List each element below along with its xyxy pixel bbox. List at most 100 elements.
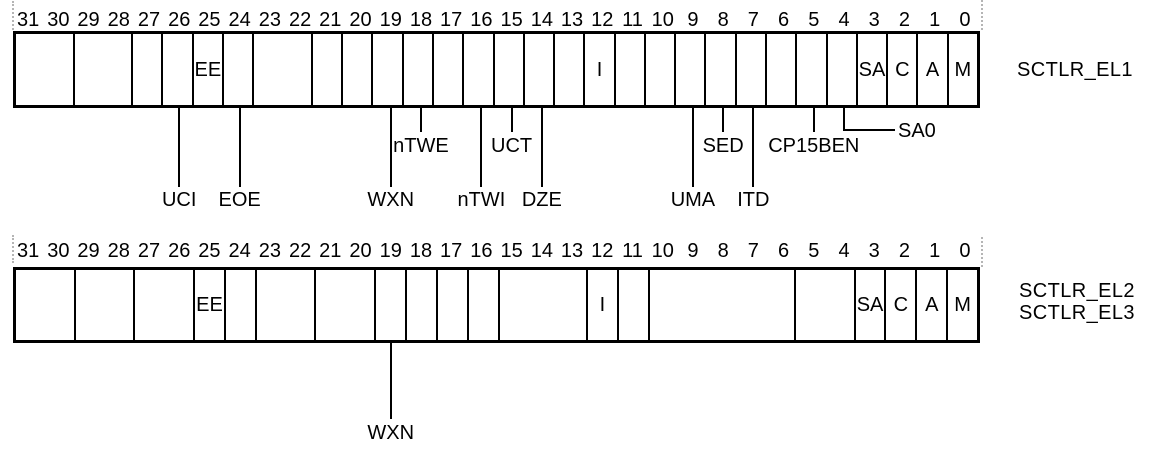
bit-number: 25 (198, 240, 221, 262)
bit-number: 29 (77, 240, 100, 262)
callout-line (691, 107, 694, 187)
callout-label-sa0: SA0 (898, 120, 936, 142)
bit-cell-i: I (588, 270, 619, 340)
bit-number: 25 (198, 9, 221, 31)
bit-number: 27 (137, 9, 161, 31)
register-name: SCTLR_EL1 (1017, 59, 1133, 81)
bit-number: 5 (808, 9, 820, 31)
bit-number: 21 (319, 9, 342, 31)
bit-cell (464, 34, 495, 105)
callout-line (752, 107, 755, 187)
bit-number: 13 (560, 9, 584, 31)
callout-line (238, 107, 241, 187)
bit-cell-sa: SA (858, 34, 889, 105)
callout-label-ntwi: nTWI (457, 189, 506, 211)
bit-number: 8 (717, 240, 729, 262)
bit-cell-m: M (949, 34, 977, 105)
bit-cell (469, 270, 500, 340)
bit-cell-label: EE (194, 58, 222, 81)
bit-cell-label: C (893, 294, 909, 316)
bit-cell (650, 270, 796, 340)
callout-line (178, 107, 181, 187)
callout-line (510, 107, 513, 132)
bit-number: 6 (778, 9, 790, 31)
bit-cell-i: I (585, 34, 616, 105)
bit-number: 7 (747, 240, 759, 262)
bit-cell (316, 270, 377, 340)
bit-number: 15 (500, 240, 523, 262)
bit-cell (500, 270, 589, 340)
callout-label-uct: UCT (491, 135, 533, 157)
callout-label-dze: DZE (521, 189, 562, 211)
bit-number: 1 (929, 240, 941, 262)
bit-number: 31 (16, 9, 40, 31)
bit-cell (706, 34, 737, 105)
bit-cell-ee: EE (194, 34, 224, 105)
bit-cell (646, 34, 677, 105)
callout-label-itd: ITD (737, 189, 770, 211)
bit-cell-label: I (599, 294, 606, 316)
bit-cell (376, 270, 407, 340)
bit-cell (343, 34, 374, 105)
bit-number: 3 (868, 9, 880, 31)
bit-number: 24 (228, 240, 251, 262)
bit-number: 20 (349, 9, 372, 31)
callout-elbow-line (843, 129, 895, 131)
bit-number: 2 (898, 240, 911, 262)
bit-number: 19 (379, 9, 402, 31)
bit-number: 8 (717, 9, 729, 31)
bit-number: 17 (440, 240, 463, 262)
bit-number: 26 (168, 240, 191, 262)
bit-cell (135, 270, 196, 340)
bit-cell-label: EE (196, 294, 223, 316)
bit-cell (555, 34, 586, 105)
bit-number: 11 (622, 9, 643, 31)
bit-cell-c: C (888, 34, 919, 105)
bit-number: 26 (168, 9, 191, 31)
register-name-line: SCTLR_EL2 (1019, 280, 1135, 302)
bit-cell-label: SA (858, 58, 886, 81)
bit-cell (133, 34, 164, 105)
callout-label-uma: UMA (670, 189, 716, 211)
bit-cell (434, 34, 465, 105)
bit-cell-label: C (895, 58, 910, 81)
callout-label-eoe: EOE (218, 189, 261, 211)
page-guide-dotted-line (981, 237, 983, 267)
bit-cell (407, 270, 438, 340)
bit-number: 14 (530, 9, 553, 31)
bit-number: 0 (959, 9, 971, 31)
bit-number: 22 (288, 240, 312, 262)
bit-cell-sa: SA (856, 270, 887, 340)
bit-cell (76, 270, 136, 340)
bit-number: 23 (258, 240, 281, 262)
bit-cell-label: I (596, 58, 603, 81)
bit-number: 4 (838, 240, 850, 262)
bit-cell (313, 34, 344, 105)
bit-cell-label: M (954, 294, 971, 316)
bit-cell-c: C (886, 270, 918, 340)
callout-line (812, 107, 815, 132)
bit-number: 18 (409, 9, 433, 31)
callout-line (389, 342, 392, 419)
callout-label-uci: UCI (161, 189, 197, 211)
bit-cell-m: M (948, 270, 977, 340)
callout-line (843, 107, 846, 131)
bit-number: 10 (651, 9, 674, 31)
bit-cell (404, 34, 434, 105)
bit-number: 21 (319, 240, 342, 262)
bit-number: 10 (651, 240, 674, 262)
bit-cell (767, 34, 798, 105)
bit-number: 22 (288, 9, 312, 31)
bit-number: 3 (868, 240, 880, 262)
bit-number: 5 (808, 240, 820, 262)
bit-number: 14 (530, 240, 553, 262)
bit-number: 17 (440, 9, 463, 31)
bit-cell (616, 34, 646, 105)
bit-number: 20 (349, 240, 372, 262)
bit-number: 29 (77, 9, 100, 31)
callout-label-wxn: WXN (367, 422, 415, 444)
